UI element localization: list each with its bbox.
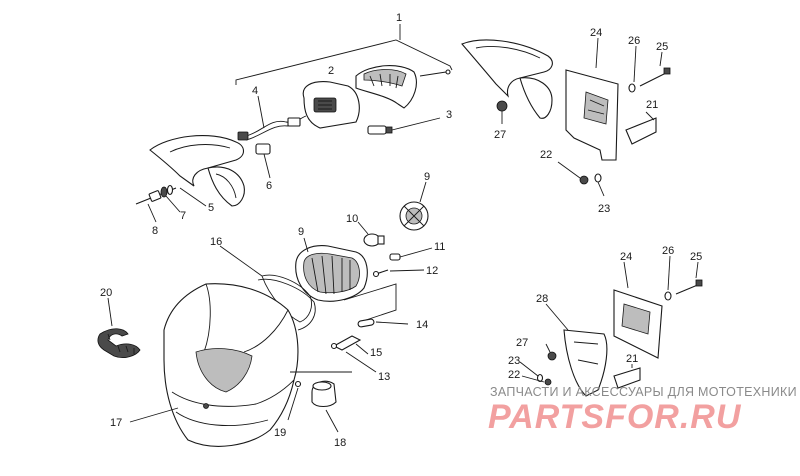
label-19: 19: [274, 427, 286, 439]
headlight-assembly: [129, 181, 433, 447]
watermark-brand: PARTSFOR.RU: [488, 398, 742, 436]
label-3: 3: [446, 109, 452, 121]
label-17: 17: [110, 417, 122, 429]
license-plate-holder-bottom: [519, 255, 703, 397]
tail-light-assembly: [135, 24, 453, 223]
label-7: 7: [180, 210, 186, 222]
label-27-bottom: 27: [516, 337, 528, 349]
label-8: 8: [152, 225, 158, 237]
label-22-top: 22: [540, 149, 552, 161]
label-14: 14: [416, 319, 428, 331]
callout-labels: 1 2 3 4 5 6 7 8 9 9 10 11 12 13 14 15 16…: [100, 12, 702, 449]
label-10: 10: [346, 213, 358, 225]
label-23-top: 23: [598, 203, 610, 215]
label-15: 15: [370, 347, 382, 359]
label-28: 28: [536, 293, 548, 305]
label-1: 1: [396, 12, 402, 24]
label-22-bottom: 22: [508, 369, 520, 381]
label-24-bottom: 24: [620, 251, 632, 263]
label-21-top: 21: [646, 99, 658, 111]
label-2: 2: [328, 65, 334, 77]
watermark-caption: ЗАПЧАСТИ И АКСЕССУАРЫ ДЛЯ МОТОТЕХНИКИ: [490, 385, 797, 399]
label-25-bottom: 25: [690, 251, 702, 263]
label-18: 18: [334, 437, 346, 449]
license-plate-holder-top: [461, 37, 671, 197]
label-5: 5: [208, 202, 214, 214]
clip-part: [97, 297, 141, 358]
watermark: ЗАПЧАСТИ И АКСЕССУАРЫ ДЛЯ МОТОТЕХНИКИ PA…: [488, 385, 797, 436]
label-27-top: 27: [494, 129, 506, 141]
label-21-bottom: 21: [626, 353, 638, 365]
label-4: 4: [252, 85, 258, 97]
label-9-bulb-holder: 9: [424, 171, 430, 183]
label-11: 11: [434, 241, 445, 253]
label-25-top: 25: [656, 41, 668, 53]
label-13: 13: [378, 371, 390, 383]
label-26-top: 26: [628, 35, 640, 47]
label-26-bottom: 26: [662, 245, 674, 257]
label-6: 6: [266, 180, 272, 192]
label-9-headlight: 9: [298, 226, 304, 238]
label-12: 12: [426, 265, 438, 277]
label-16: 16: [210, 236, 222, 248]
label-23-bottom: 23: [508, 355, 520, 367]
label-24-top: 24: [590, 27, 602, 39]
label-20: 20: [100, 287, 112, 299]
